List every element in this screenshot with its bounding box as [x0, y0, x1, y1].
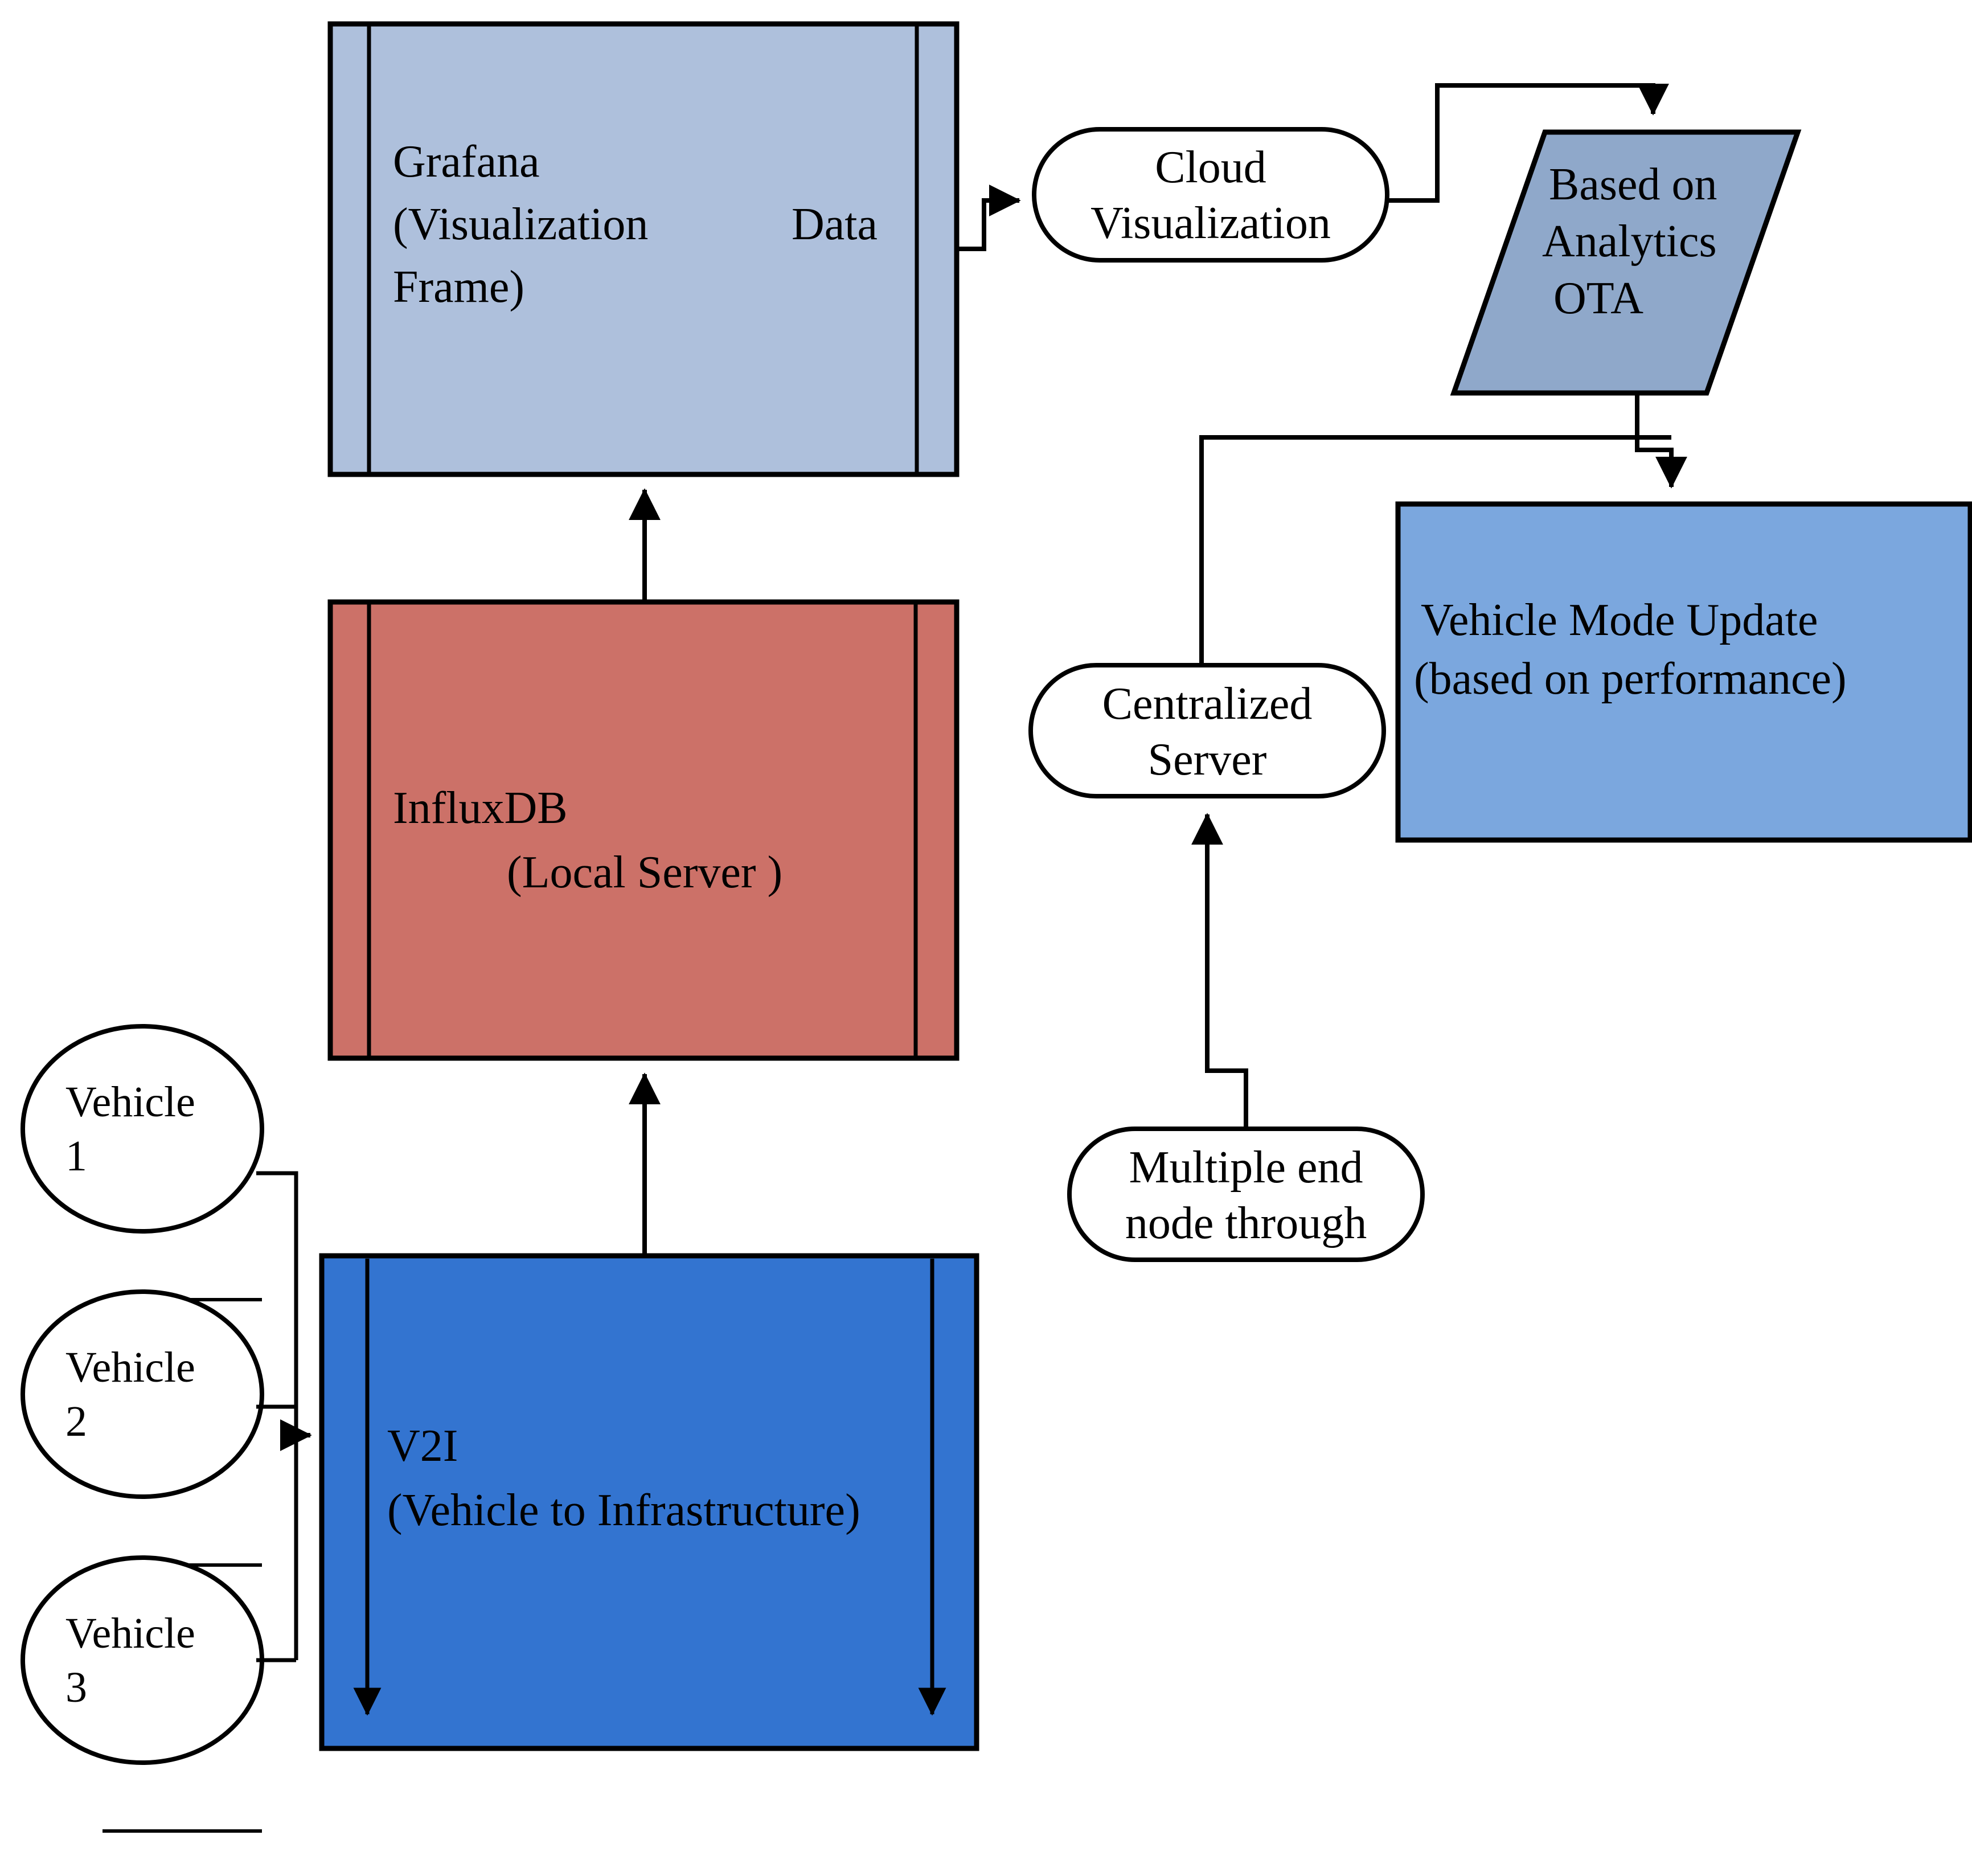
node-centralized-server[interactable]: Centralized Server	[1028, 663, 1386, 798]
vehicle-2-line-2: 2	[65, 1398, 87, 1445]
node-cloud-visualization[interactable]: Cloud Visualization	[1032, 127, 1389, 263]
edge-multiple-end-node-to-centralized-server	[1191, 813, 1248, 1129]
edge-ota-to-vehicle-mode-update	[1635, 393, 1687, 489]
node-grafana[interactable]: Grafana (Visualization Frame) Data	[327, 21, 960, 477]
node-vehicle-1[interactable]: Vehicle 1	[21, 1024, 264, 1301]
multiple-end-node-line-1: Multiple end	[1129, 1142, 1363, 1193]
influxdb-line-1: InfluxDB	[393, 783, 568, 833]
v2i-box[interactable]	[319, 1253, 979, 1751]
vehicle-1-shape[interactable]	[21, 1024, 264, 1234]
vehicle-1-line-1: Vehicle	[65, 1078, 195, 1126]
edge-grafana-to-cloud-visualization	[957, 185, 1021, 251]
vehicle-3-shape[interactable]	[21, 1555, 264, 1765]
node-multiple-end-node[interactable]: Multiple end node through	[1067, 1127, 1425, 1262]
grafana-data-label: Data	[792, 199, 878, 249]
influxdb-line-2: (Local Server )	[507, 847, 782, 898]
multiple-end-node-line-2: node through	[1125, 1198, 1367, 1248]
node-vehicle-2[interactable]: Vehicle 2	[21, 1289, 264, 1567]
edge-centralized-server-to-vehicle-mode-update	[1199, 435, 1671, 665]
ota-line-2: Analytics	[1542, 216, 1717, 267]
v2i-line-2: (Vehicle to Infrastructure)	[387, 1485, 860, 1535]
node-influxdb[interactable]: InfluxDB (Local Server )	[327, 599, 960, 1061]
v2i-line-1: V2I	[387, 1421, 458, 1471]
node-v2i[interactable]: V2I (Vehicle to Infrastructure)	[319, 1253, 979, 1751]
grafana-line-1: Grafana	[393, 137, 540, 187]
cloud-visualization-line-2: Visualization	[1090, 198, 1331, 248]
node-based-on-analytics-ota[interactable]: Based on Analytics OTA	[1450, 129, 1802, 396]
vehicle-mode-update-line-1: Vehicle Mode Update	[1421, 595, 1818, 645]
vehicle-1-line-2: 1	[65, 1132, 87, 1180]
node-vehicle-3[interactable]: Vehicle 3	[21, 1555, 264, 1833]
grafana-box[interactable]	[327, 21, 960, 477]
cloud-visualization-line-1: Cloud	[1155, 142, 1266, 192]
vehicle-mode-update-line-2: (based on performance)	[1414, 654, 1847, 704]
cloud-visualization-shape[interactable]	[1032, 127, 1389, 263]
grafana-line-2: (Visualization	[393, 199, 648, 249]
based-on-analytics-ota-shape[interactable]	[1450, 129, 1802, 396]
edge-cloud-visualization-to-ota	[1387, 83, 1669, 203]
vehicle-3-line-1: Vehicle	[65, 1609, 195, 1657]
grafana-line-3: Frame)	[393, 262, 524, 312]
vehicle-3-line-2: 3	[65, 1664, 87, 1711]
centralized-server-line-2: Server	[1148, 735, 1267, 785]
ota-line-1: Based on	[1549, 159, 1717, 210]
vehicle-mode-update-box[interactable]	[1395, 501, 1972, 843]
node-vehicle-mode-update[interactable]: Vehicle Mode Update (based on performanc…	[1395, 501, 1972, 843]
centralized-server-shape[interactable]	[1028, 663, 1386, 798]
ota-line-3: OTA	[1553, 273, 1643, 323]
vehicle-2-line-1: Vehicle	[65, 1343, 195, 1391]
vehicle-2-shape[interactable]	[21, 1289, 264, 1499]
centralized-server-line-1: Centralized	[1102, 679, 1313, 729]
edge-vehicle-bus-trunk	[256, 1171, 298, 1660]
